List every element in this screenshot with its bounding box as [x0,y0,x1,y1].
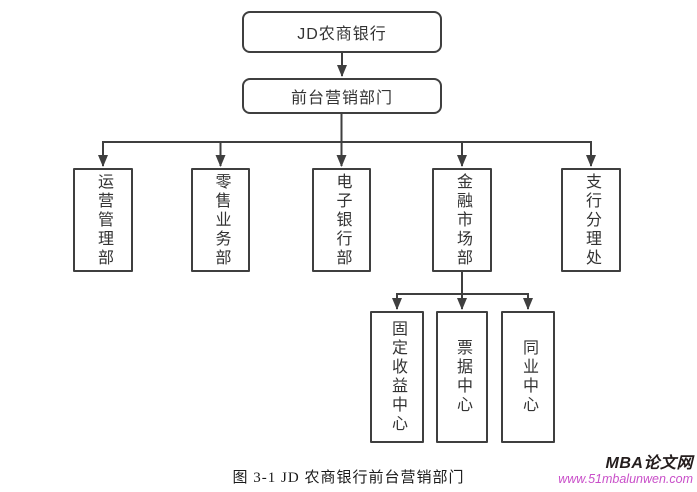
node-jd-bank-label: JD农商银行 [297,26,387,43]
node-fixed-income-center: 固定收益中心 [370,311,424,443]
node-ebanking-dept-label: 电子银行部 [333,172,351,268]
node-interbank-center: 同业中心 [501,311,555,443]
watermark-site-url: www.51mbalunwen.com [558,471,693,486]
node-branch-offices: 支行分理处 [561,168,621,272]
node-branch-offices-label: 支行分理处 [583,172,600,268]
node-jd-bank: JD农商银行 [242,11,442,53]
node-bills-center-label: 票据中心 [454,339,471,415]
node-operations-dept: 运营管理部 [73,168,133,272]
node-front-office-label: 前台营销部门 [290,90,393,107]
node-ebanking-dept: 电子银行部 [312,168,371,272]
node-financial-market-dept: 金融市场部 [432,168,492,272]
node-retail-dept: 零售业务部 [191,168,250,272]
node-front-office: 前台营销部门 [242,78,442,114]
node-fixed-income-center-label: 固定收益中心 [389,320,406,434]
figure-caption: 图 3-1 JD 农商银行前台营销部门 [232,470,465,486]
watermark-site-name: MBA论文网 [605,455,693,472]
node-financial-market-dept-label: 金融市场部 [454,172,471,268]
node-operations-dept-label: 运营管理部 [95,172,112,268]
watermark: MBA论文网 www.51mbalunwen.com [558,455,693,486]
node-retail-dept-label: 零售业务部 [212,172,230,268]
node-interbank-center-label: 同业中心 [520,339,537,415]
node-bills-center: 票据中心 [436,311,488,443]
